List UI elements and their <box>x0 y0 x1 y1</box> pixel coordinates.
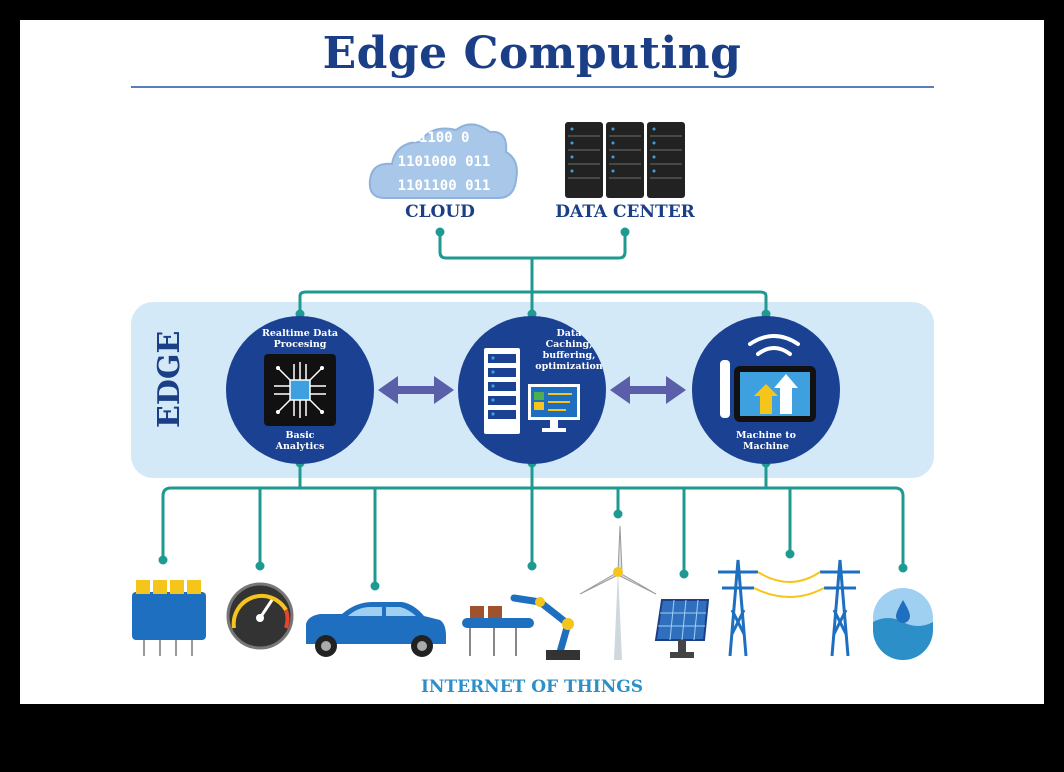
cloud-icon <box>368 123 518 199</box>
edge-node-processing: Realtime Data Procesing Basic Analytics <box>226 316 374 464</box>
iot-label: INTERNET OF THINGS <box>420 677 644 697</box>
wireless-tablet-icon <box>720 334 816 422</box>
wind-turbine-icon <box>579 525 657 660</box>
power-line-towers-icon <box>718 559 860 657</box>
connector-lines <box>161 232 905 586</box>
data-center-label: DATA CENTER <box>555 202 695 222</box>
node-bottom-text: Machine to Machine <box>736 430 796 452</box>
solar-panel-icon <box>654 599 710 658</box>
robot-arm-conveyor-icon <box>462 594 580 660</box>
iot-bus <box>161 486 905 568</box>
edge-node-m2m: Machine to Machine <box>692 316 840 464</box>
speedometer-icon <box>226 582 294 650</box>
server-monitor-icon <box>484 348 580 434</box>
double-arrow-icon <box>610 376 686 404</box>
cloud-label: CLOUD <box>405 202 475 222</box>
title-underline <box>131 86 934 88</box>
double-arrow-icon <box>378 376 454 404</box>
node-bottom-text: Basic Analytics <box>275 430 325 452</box>
edge-top-bus <box>298 290 768 314</box>
cloud-binary-2: 1101000 011 <box>398 154 491 170</box>
node-top-text: Realtime Data Procesing <box>261 328 339 350</box>
processor-chip-icon <box>264 354 336 426</box>
cloud-binary-3: 1101100 011 <box>398 178 491 194</box>
top-connector <box>438 232 627 260</box>
diagram-canvas: Edge Computing EDGE <box>20 20 1044 704</box>
server-racks-icon <box>565 122 685 198</box>
page-title: Edge Computing <box>322 28 742 79</box>
water-drop-icon <box>873 588 933 660</box>
node-top-text: Data Caching, buffering, optimization <box>535 328 603 372</box>
edge-node-caching: Data Caching, buffering, optimization <box>458 316 606 464</box>
cloud-binary-1: 01100 0 <box>410 130 469 146</box>
engine-block-icon <box>132 580 206 656</box>
car-icon <box>306 602 446 657</box>
